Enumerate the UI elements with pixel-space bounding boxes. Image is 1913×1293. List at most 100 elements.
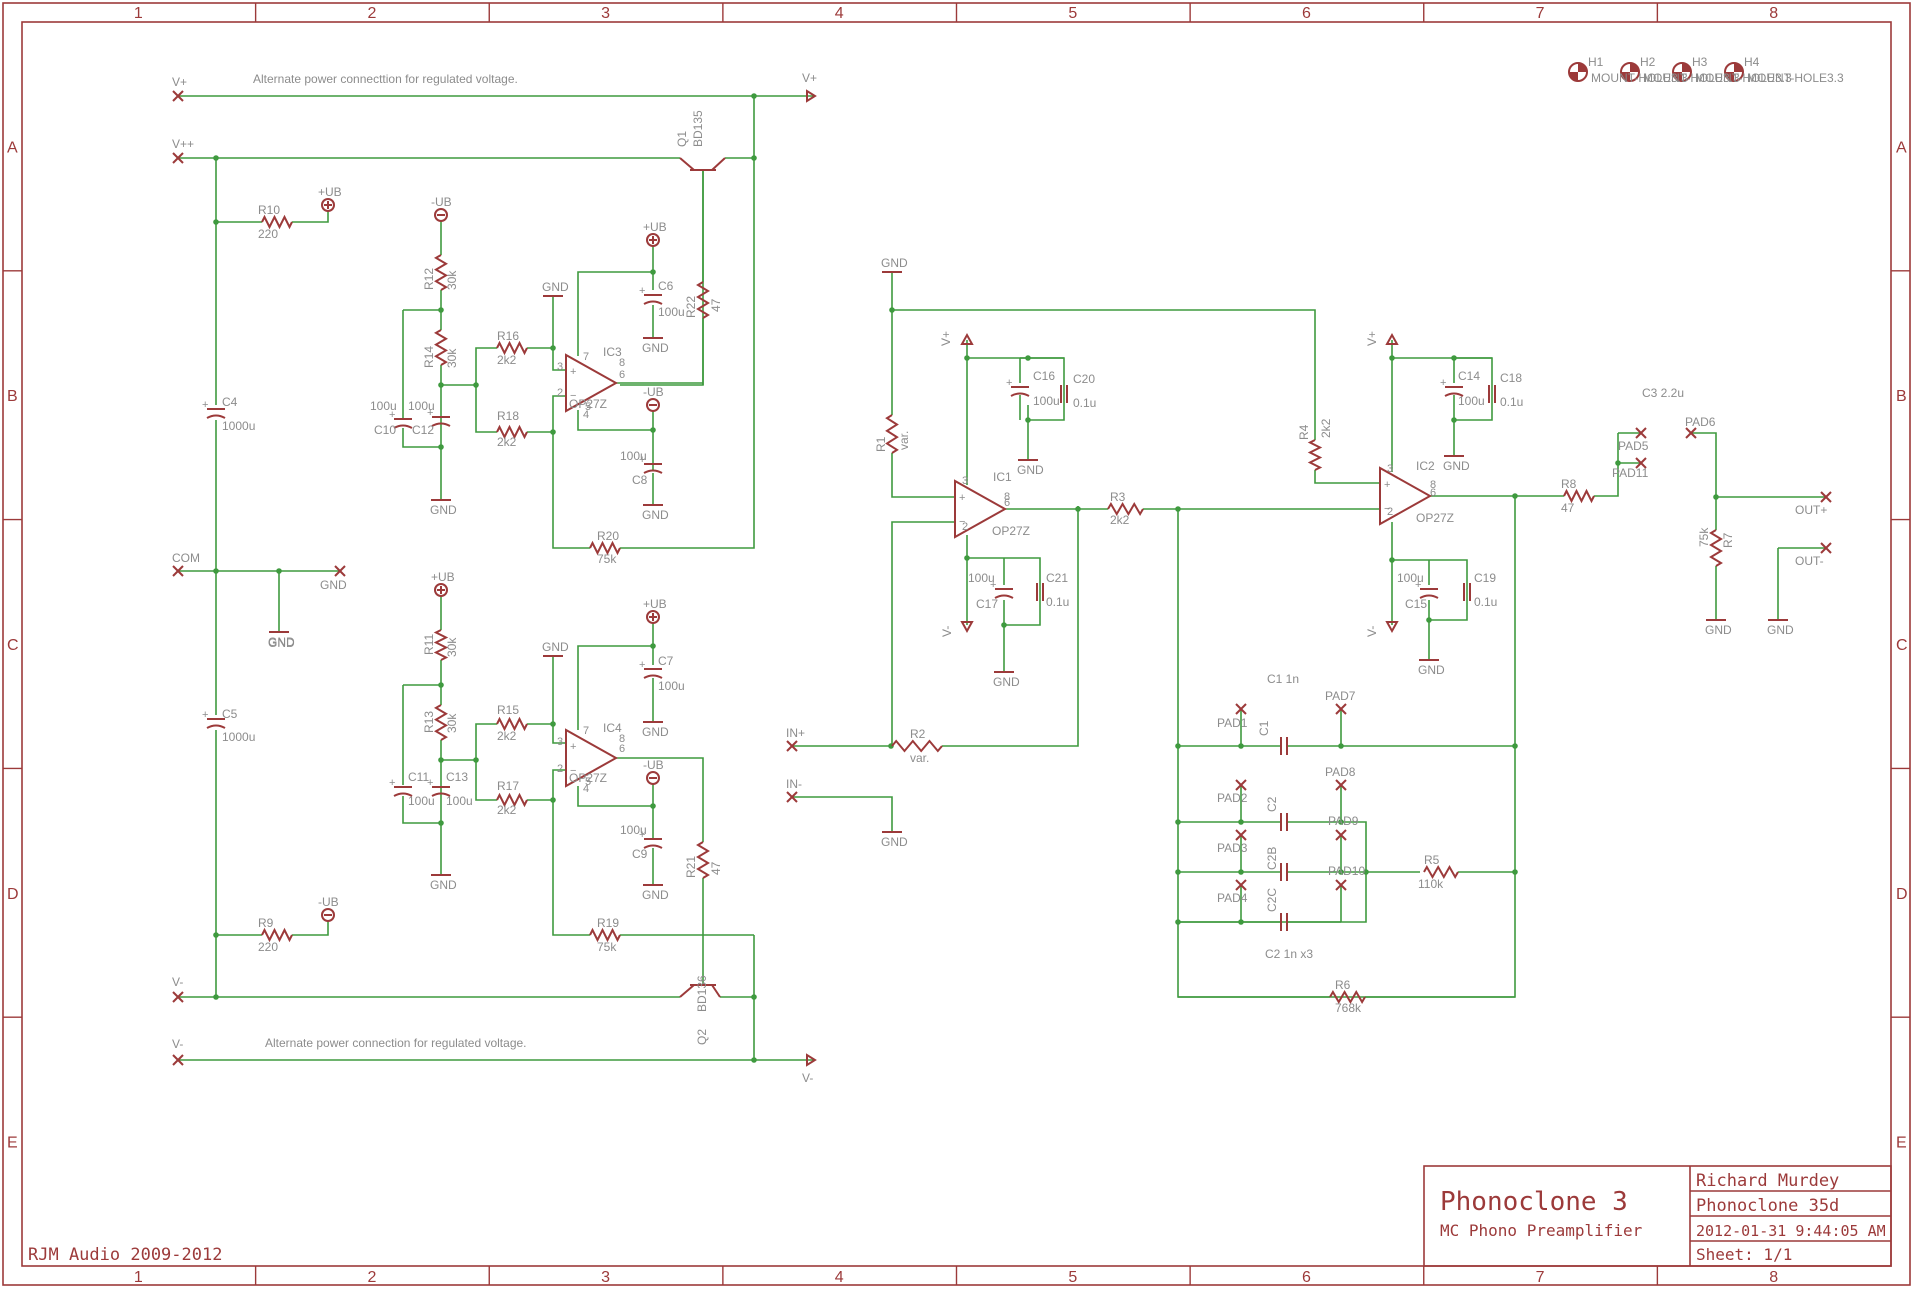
r15-value: 2k2: [497, 729, 517, 743]
pad8-terminal: [1335, 779, 1347, 791]
r8-name: R8: [1561, 477, 1577, 491]
svg-text:+: +: [639, 454, 645, 466]
com-label: COM: [172, 551, 200, 565]
r13-name: R13: [422, 711, 436, 733]
c16-name: C16: [1033, 369, 1055, 383]
r3-name: R3: [1110, 490, 1126, 504]
pad4-label: PAD4: [1217, 891, 1248, 905]
capacitor-c16: +: [1006, 377, 1030, 397]
supply-ub-minus-c8-label: -UB: [643, 385, 664, 399]
zone-col-top-7: 7: [1536, 5, 1545, 22]
c12-value: 100u: [408, 399, 435, 413]
pad9-label: PAD9: [1328, 814, 1359, 828]
r2-name: R2: [910, 727, 926, 741]
supply-ub-plus-c7-label: +UB: [643, 597, 667, 611]
c14-name: C14: [1458, 369, 1480, 383]
c10-name: C10: [374, 423, 396, 437]
v-plus-terminal: [172, 90, 184, 102]
ic1-pin2: 2: [962, 521, 968, 533]
junction-dot: [1426, 617, 1432, 623]
r13-value: 30k: [445, 713, 459, 733]
power-labels: V+ V+ V++ COM V- V- V- Alternate power c…: [172, 71, 817, 1085]
v-minus-label: V-: [172, 975, 183, 989]
com-terminal: [172, 565, 184, 577]
wire: [891, 453, 955, 498]
r19-name: R19: [597, 916, 619, 930]
pad10-label: PAD10: [1328, 864, 1365, 878]
r6-name: R6: [1335, 978, 1351, 992]
junction-dot: [964, 355, 970, 361]
resistor-r9: [261, 927, 293, 943]
wire: [527, 395, 566, 433]
junction-dot: [1025, 417, 1031, 423]
junction-dot: [1238, 743, 1244, 749]
wire: [292, 920, 329, 936]
wire: [792, 796, 893, 832]
junction-dot: [1175, 819, 1181, 825]
wire: [527, 769, 566, 801]
supply-ub-minus-c8: [646, 398, 660, 412]
capacitor-c19: [1463, 583, 1471, 601]
q2-value: BD136: [695, 975, 709, 1012]
resistor-r19: [589, 927, 621, 943]
junction-dot: [438, 444, 444, 450]
supply-ub-plus-c6-label: +UB: [643, 220, 667, 234]
c4-name: C4: [222, 395, 238, 409]
ic4-value: OP27Z: [569, 771, 607, 785]
in-minus-terminal: [786, 791, 798, 803]
wire: [402, 796, 441, 824]
capacitor-c5: +: [202, 709, 226, 729]
supply-ub-plus-r11: [434, 583, 448, 597]
q1-name: Q1: [675, 131, 689, 147]
author-text: Richard Murdey: [1696, 1171, 1839, 1191]
r8-value: 47: [1561, 501, 1575, 515]
ic4-pin3: 3: [557, 736, 563, 748]
resistor-r6: [1329, 990, 1366, 1004]
c7-name: C7: [658, 654, 674, 668]
wire: [552, 432, 590, 549]
svg-text:−: −: [570, 390, 576, 402]
mount-hole-h3: [1672, 62, 1692, 82]
resistor-r21: [696, 841, 710, 879]
c2-name: C2: [1265, 796, 1279, 812]
c19-value: 0.1u: [1474, 595, 1497, 609]
ic4-pin7: 7: [583, 725, 589, 737]
capacitor-c14: +: [1440, 377, 1464, 397]
r7-name: R7: [1721, 532, 1735, 548]
r6-value: 768k: [1335, 1001, 1362, 1015]
c6-name: C6: [658, 279, 674, 293]
junction-dot: [650, 803, 656, 809]
r11-name: R11: [422, 634, 436, 655]
opamp-ic2: +−: [1379, 466, 1433, 526]
junction-dot: [213, 155, 219, 161]
note-top: Alternate power connecttion for regulate…: [253, 72, 518, 86]
v-plus-ic1-label: V+: [939, 331, 953, 346]
wire: [475, 760, 497, 801]
copyright-text: RJM Audio 2009-2012: [28, 1245, 222, 1265]
ic1-pin3: 3: [962, 475, 968, 487]
zone-row-left-E: E: [7, 1135, 18, 1152]
r22-name: R22: [684, 296, 698, 318]
note-bottom: Alternate power connection for regulated…: [265, 1036, 527, 1050]
r18-value: 2k2: [497, 435, 517, 449]
zone-col-bottom-3: 3: [601, 1269, 610, 1286]
zone-col-top-3: 3: [601, 5, 610, 22]
zone-col-top-6: 6: [1302, 5, 1311, 22]
c7-value: 100u: [658, 679, 685, 693]
r10-value: 220: [258, 227, 278, 241]
wire: [1454, 357, 1493, 421]
supply-ub-plus-c6: [646, 233, 660, 247]
c15-value: 100u: [1397, 571, 1424, 585]
capacitor-c20: [1060, 385, 1068, 403]
ic1-pin6: 6: [1004, 497, 1010, 509]
gnd-c6-label: GND: [642, 341, 669, 355]
c11-value: 100u: [408, 794, 435, 808]
pad11-label: PAD11: [1612, 466, 1649, 480]
c9-value: 100u: [620, 823, 647, 837]
r4-name: R4: [1297, 424, 1311, 440]
junction-dot: [650, 269, 656, 275]
zone-row-right-A: A: [1896, 139, 1907, 156]
svg-text:−: −: [959, 516, 965, 528]
v-minus-terminal: [172, 991, 184, 1003]
